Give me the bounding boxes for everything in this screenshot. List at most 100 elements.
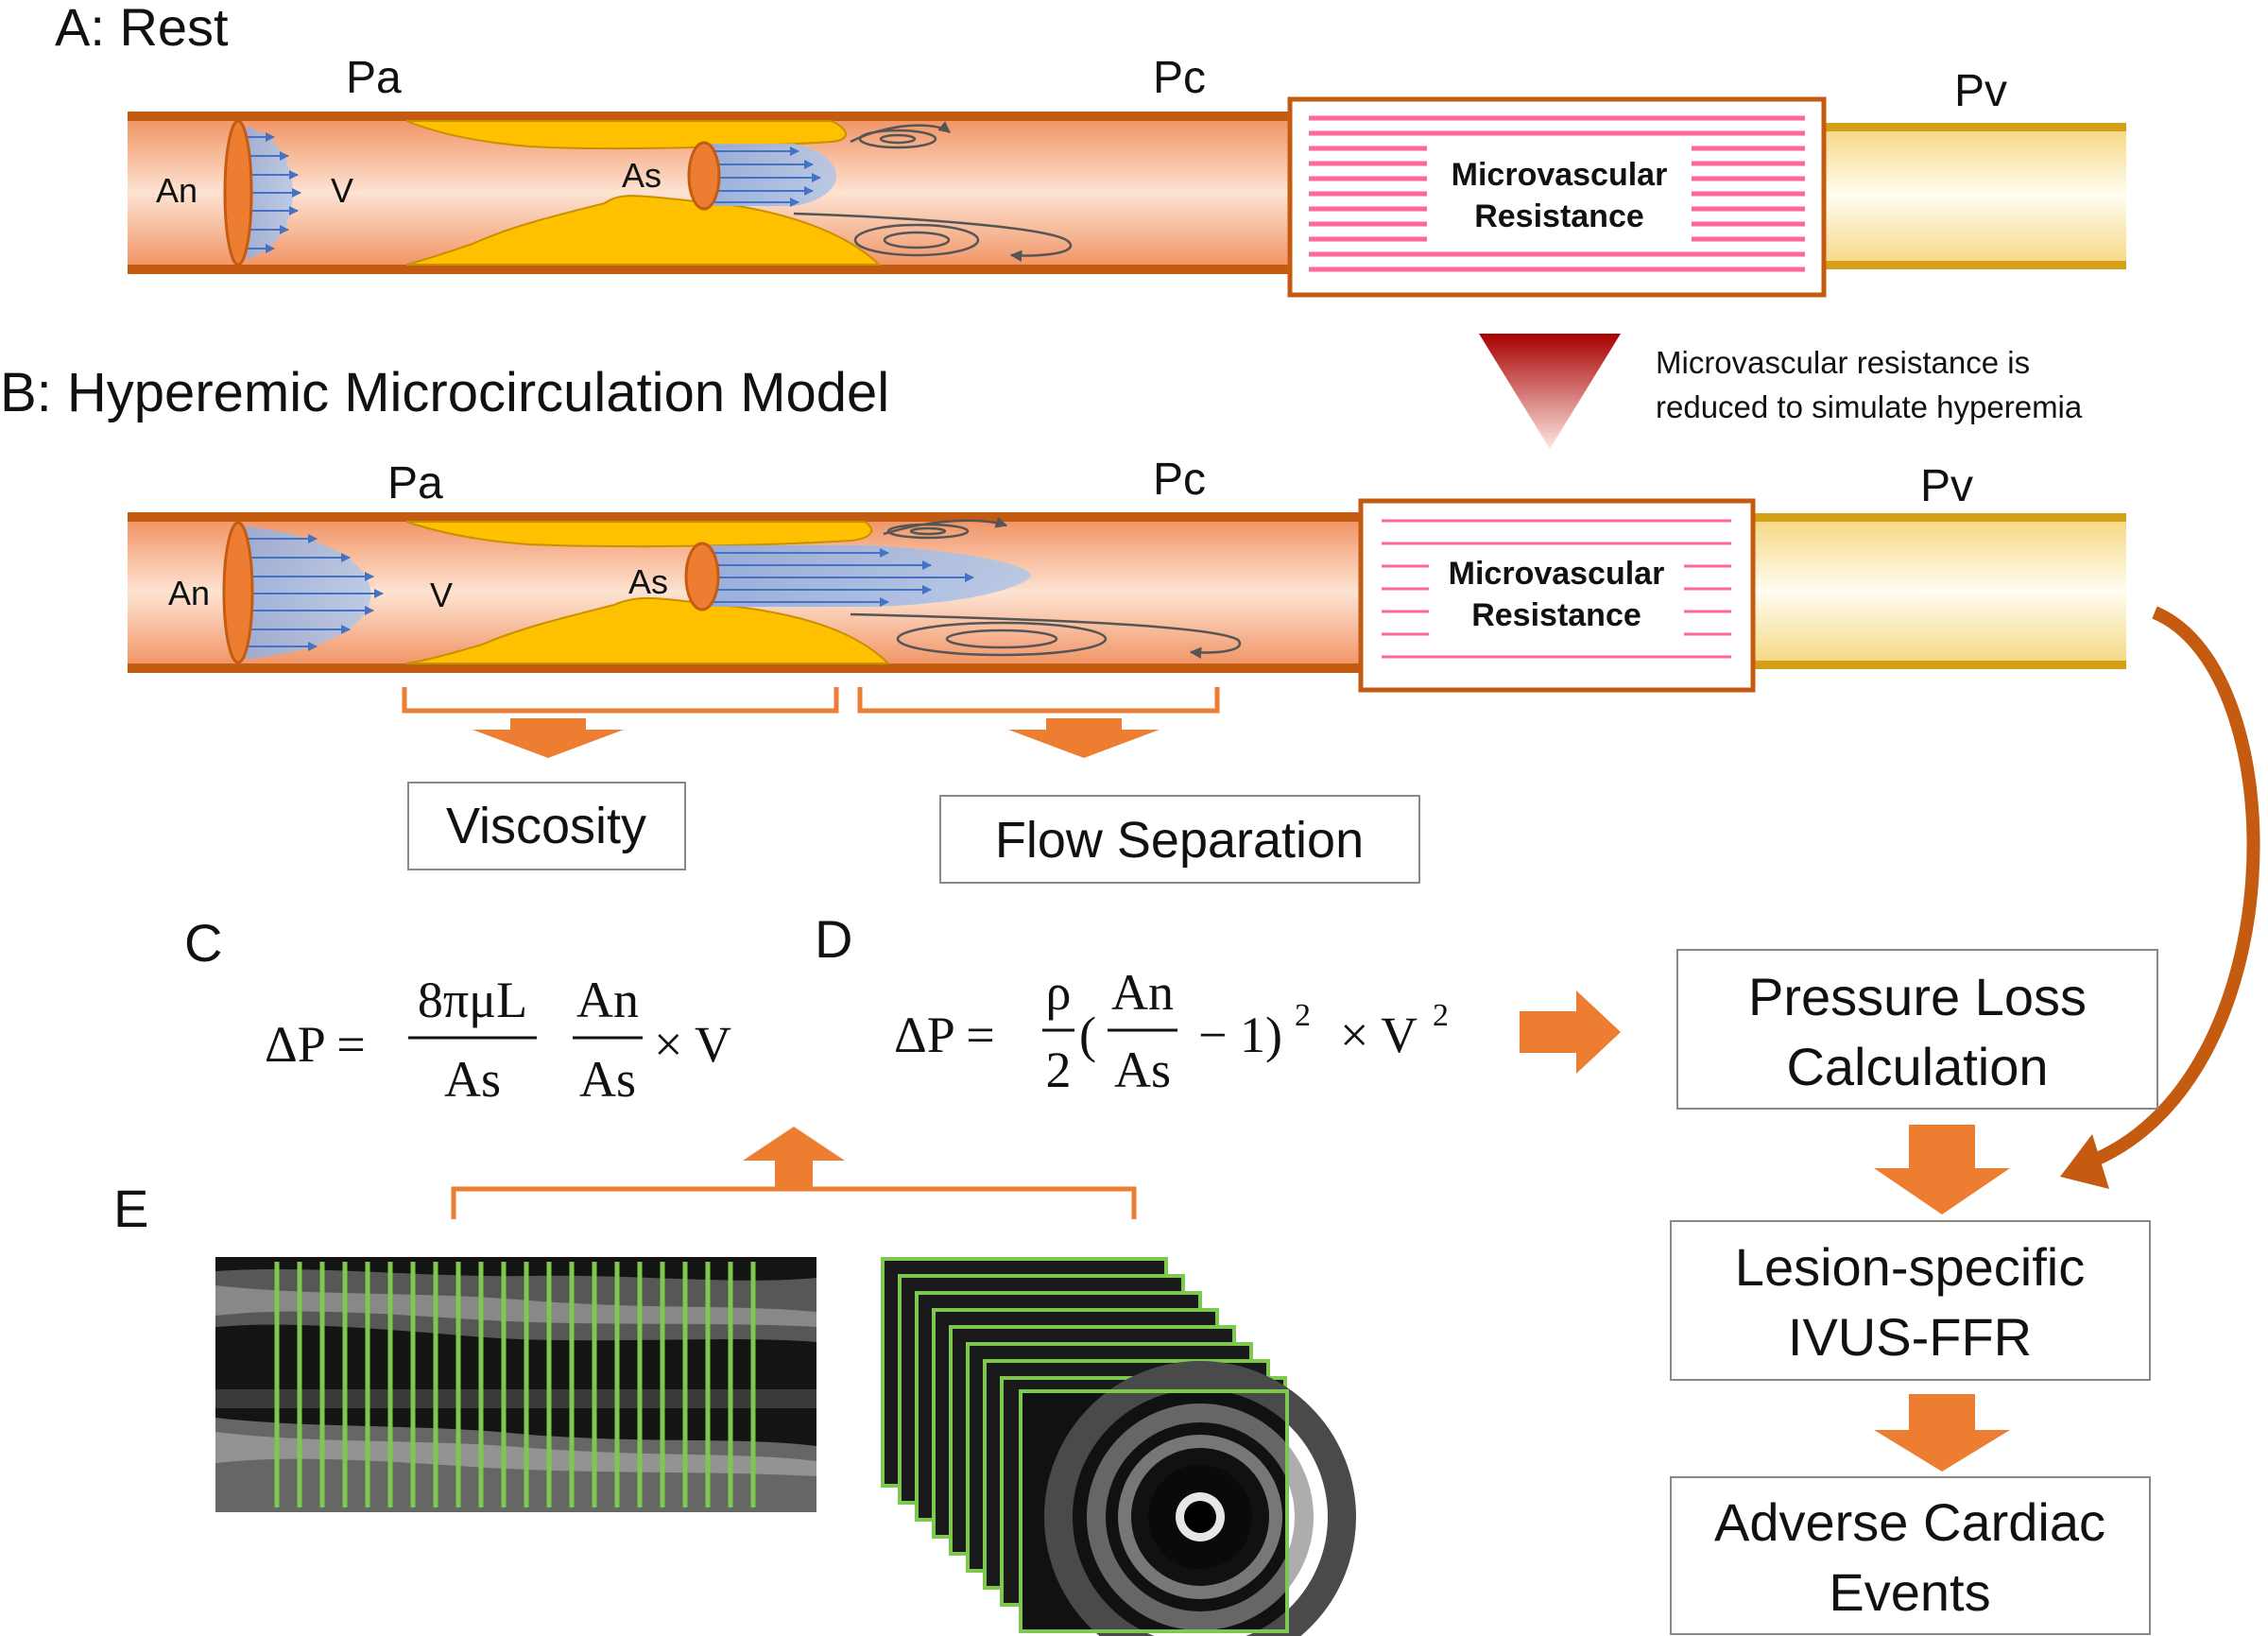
equation-d-paren: (	[1079, 1007, 1096, 1063]
flow-separation-down-arrow	[1008, 718, 1160, 758]
equation-c-frac1-den: As	[444, 1051, 501, 1108]
panel-b-title: B: Hyperemic Microcirculation Model	[0, 362, 889, 423]
vortex-top-hyperemic	[883, 516, 1008, 540]
microvascular-label-bg-hyperemic	[1429, 546, 1684, 643]
panel-a-title: A: Rest	[55, 0, 229, 57]
ivus-ffr-line2: IVUS-FFR	[1788, 1307, 2032, 1367]
v-label-rest: V	[331, 171, 353, 210]
down-arrow-to-ivus-ffr	[1874, 1125, 2010, 1214]
equation-c-tail: × V	[654, 1016, 731, 1073]
pc-label-hyperemic: Pc	[1153, 455, 1206, 505]
panel-d-label: D	[815, 909, 852, 969]
equation-d-square1: 2	[1295, 998, 1311, 1033]
events-line2: Events	[1829, 1562, 1990, 1622]
as-label-hyperemic: As	[628, 562, 668, 601]
vein-wall-top-rest	[1824, 123, 2126, 131]
plaque-top-hyperemic	[405, 521, 873, 548]
curved-feedback-arrow	[2081, 606, 2260, 1171]
viscosity-box	[407, 782, 686, 870]
vein-wall-bottom-hyperemic	[1753, 661, 2126, 669]
an-disc-hyperemic	[222, 521, 254, 664]
an-disc-rest	[223, 119, 253, 267]
as-label-rest: As	[622, 156, 662, 195]
vein-wall-top-hyperemic	[1753, 513, 2126, 522]
microvascular-label-hyperemic-line2: Resistance	[1471, 597, 1641, 633]
artery-wall-bottom-hyperemic	[128, 663, 1361, 673]
equation-d: ΔP = ρ 2 ( An As − 1) 2 × V 2	[894, 964, 1449, 1098]
equation-c-frac2-num: An	[576, 972, 639, 1028]
ivus-ring-media	[1087, 1404, 1314, 1630]
microvascular-label-rest-line2: Resistance	[1474, 198, 1644, 234]
microvascular-label-bg-rest	[1427, 145, 1692, 244]
viscosity-bracket	[402, 687, 839, 714]
viscosity-down-arrow	[472, 718, 624, 758]
panel-c-label: C	[184, 913, 222, 973]
vein-rest	[1824, 123, 2126, 269]
ivus-cross-section-stack	[881, 1257, 1356, 1636]
pv-label-hyperemic: Pv	[1920, 461, 1973, 511]
transition-note-line1: Microvascular resistance is	[1656, 345, 2030, 380]
artery-wall-bottom-rest	[128, 265, 1290, 274]
equation-d-frac-num: An	[1111, 964, 1174, 1021]
equation-c-frac2-den: As	[579, 1051, 636, 1108]
equation-d-square2: 2	[1433, 998, 1449, 1033]
flow-separation-bracket	[857, 687, 1220, 714]
flow-profile-hyperemic-stenosis	[704, 545, 1032, 607]
ivus-ffr-line1: Lesion-specific	[1735, 1237, 2085, 1297]
ivus-catheter-core	[1184, 1501, 1216, 1533]
ivus-longitudinal-image	[215, 1257, 816, 1512]
velocity-arrows-hyperemic-upstream	[238, 534, 384, 651]
microvascular-label-hyperemic-line1: Microvascular	[1449, 556, 1665, 592]
vein-hyperemic	[1753, 513, 2126, 669]
vein-wall-bottom-rest	[1824, 261, 2126, 269]
plaque-bottom-rest	[405, 195, 882, 266]
pressure-loss-line1: Pressure Loss	[1748, 967, 2087, 1026]
equation-d-frac-den: As	[1114, 1042, 1171, 1098]
viscosity-label: Viscosity	[446, 798, 646, 854]
plaque-bottom-hyperemic	[405, 596, 891, 664]
equation-c-frac1-num: 8πμL	[418, 972, 527, 1028]
transition-down-arrow	[1479, 334, 1621, 449]
vessel-rest: An V As	[128, 96, 2126, 298]
microvascular-label-rest-line1: Microvascular	[1452, 157, 1668, 193]
ivus-bracket	[451, 1186, 1137, 1219]
velocity-arrows-hyperemic-stenosis	[709, 548, 974, 607]
an-label-hyperemic: An	[168, 574, 210, 612]
pa-label-hyperemic: Pa	[387, 458, 443, 508]
equation-c-lhs: ΔP =	[265, 1016, 366, 1073]
ivus-long-catheter-band	[215, 1389, 816, 1408]
equation-d-rho: ρ	[1046, 964, 1072, 1021]
plaque-top-rest	[405, 120, 847, 150]
an-label-rest: An	[156, 171, 198, 210]
as-disc-rest	[687, 141, 721, 211]
pressure-loss-box	[1676, 949, 2158, 1110]
equation-c: ΔP = 8πμL As An As × V	[265, 972, 731, 1108]
up-arrow-to-equations	[743, 1127, 845, 1187]
vessel-hyperemic: An V As	[128, 498, 2126, 693]
microvascular-stripes-rest	[1309, 115, 1805, 272]
pc-label-rest: Pc	[1153, 53, 1206, 103]
as-disc-hyperemic	[684, 542, 720, 611]
ivus-ffr-box	[1670, 1220, 2151, 1381]
vortex-bottom-hyperemic	[850, 612, 1242, 659]
ivus-ring-outer	[1044, 1361, 1356, 1636]
ivus-ring-intima	[1118, 1435, 1282, 1599]
pressure-loss-line2: Calculation	[1786, 1037, 2048, 1096]
v-label-hyperemic: V	[430, 576, 453, 614]
events-box	[1670, 1476, 2151, 1635]
ivus-frame-front-border	[1019, 1389, 1289, 1633]
flow-separation-box	[939, 795, 1420, 884]
curved-feedback-arrowhead	[2060, 1134, 2109, 1189]
vortex-top-rest	[850, 121, 951, 149]
artery-wall-top-hyperemic	[128, 512, 1361, 522]
ivus-frame-front	[1019, 1361, 1356, 1636]
equation-d-minus-one: − 1)	[1198, 1007, 1282, 1063]
flow-separation-label: Flow Separation	[995, 812, 1364, 869]
artery-wall-top-rest	[128, 112, 1290, 121]
down-arrow-to-events	[1874, 1394, 2010, 1472]
velocity-arrows-rest-stenosis	[704, 146, 821, 207]
pa-label-rest: Pa	[346, 53, 402, 103]
events-line1: Adverse Cardiac	[1714, 1492, 2105, 1552]
